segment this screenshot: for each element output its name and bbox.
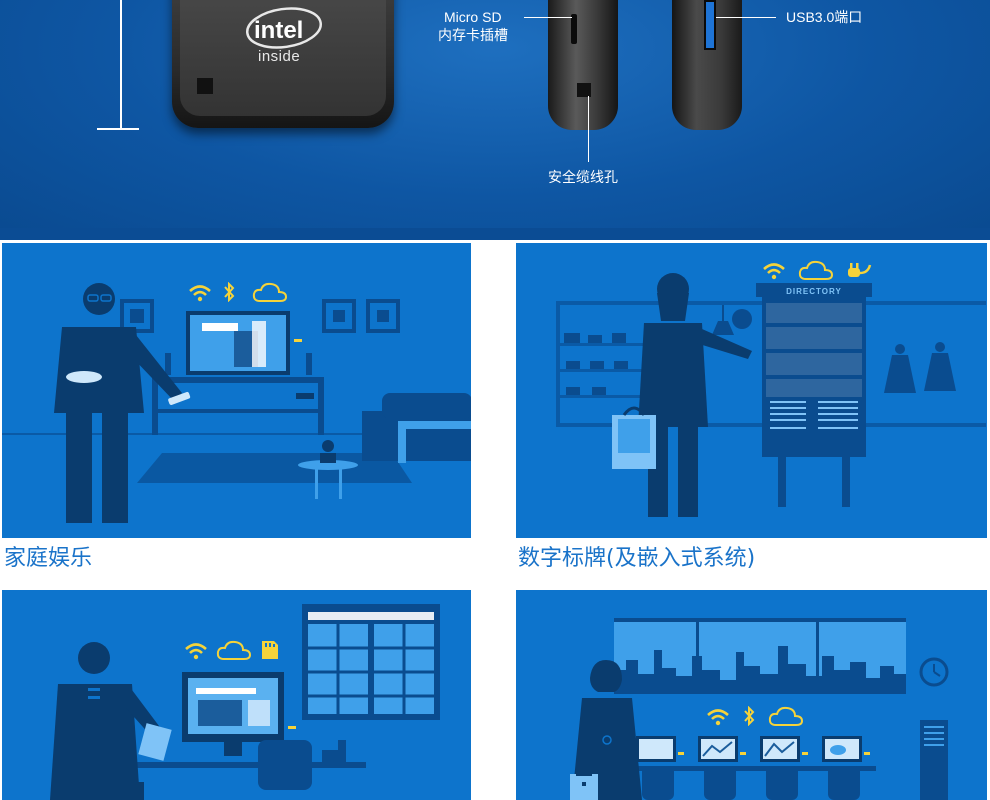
sd-card-icon	[262, 641, 278, 659]
intel-logo-text: intel	[254, 17, 303, 44]
cloud-icon	[252, 282, 288, 302]
nuc-front-view	[172, 0, 394, 128]
front-port-square	[197, 78, 213, 94]
callout-usb: USB3.0端口	[786, 9, 863, 25]
wifi-icon	[707, 709, 729, 726]
scene-home-illustration	[2, 283, 471, 523]
bluetooth-icon	[224, 282, 235, 302]
intel-inside-text: inside	[258, 48, 301, 65]
scene-office	[2, 590, 471, 800]
scene-home-entertainment	[2, 243, 471, 538]
scene-business	[516, 590, 987, 800]
callout-security: 安全缆线孔	[548, 169, 618, 185]
bluetooth-icon	[744, 706, 755, 726]
nuc-side-view-left	[548, 0, 618, 130]
product-banner: intel inside Micro SD 内存卡插槽 USB3.0端口 安全缆…	[0, 0, 990, 240]
scene-digital-signage: DIRECTORY	[516, 243, 987, 538]
cloud-icon	[768, 706, 804, 726]
usb3-port	[704, 0, 716, 50]
scene-signage-illustration: DIRECTORY	[556, 273, 986, 517]
micro-sd-slot	[571, 14, 577, 44]
banner-bottom-strip	[0, 228, 990, 240]
callout-line-security	[588, 96, 589, 162]
callout-line-usb	[716, 17, 776, 18]
scene-caption-home: 家庭娱乐	[4, 546, 93, 571]
callout-line-micro-sd	[524, 17, 572, 18]
wifi-icon	[185, 643, 207, 660]
dimension-line	[120, 0, 122, 130]
wifi-icon	[189, 285, 211, 302]
security-lock-slot	[577, 83, 591, 97]
directory-label: DIRECTORY	[786, 287, 842, 296]
dimension-cap	[97, 128, 139, 130]
nuc-front-face	[180, 0, 386, 116]
cloud-icon	[798, 260, 834, 280]
scene-business-illustration	[570, 618, 949, 800]
callout-micro-sd-line1: Micro SD	[444, 9, 502, 25]
power-plug-icon	[848, 263, 872, 277]
intel-logo-icon: intel	[246, 7, 322, 49]
cloud-icon	[216, 640, 252, 660]
wifi-icon	[763, 263, 785, 280]
callout-micro-sd-line2: 内存卡插槽	[438, 27, 508, 43]
scene-office-illustration	[50, 604, 440, 800]
scene-caption-signage: 数字标牌(及嵌入式系统)	[518, 546, 756, 571]
